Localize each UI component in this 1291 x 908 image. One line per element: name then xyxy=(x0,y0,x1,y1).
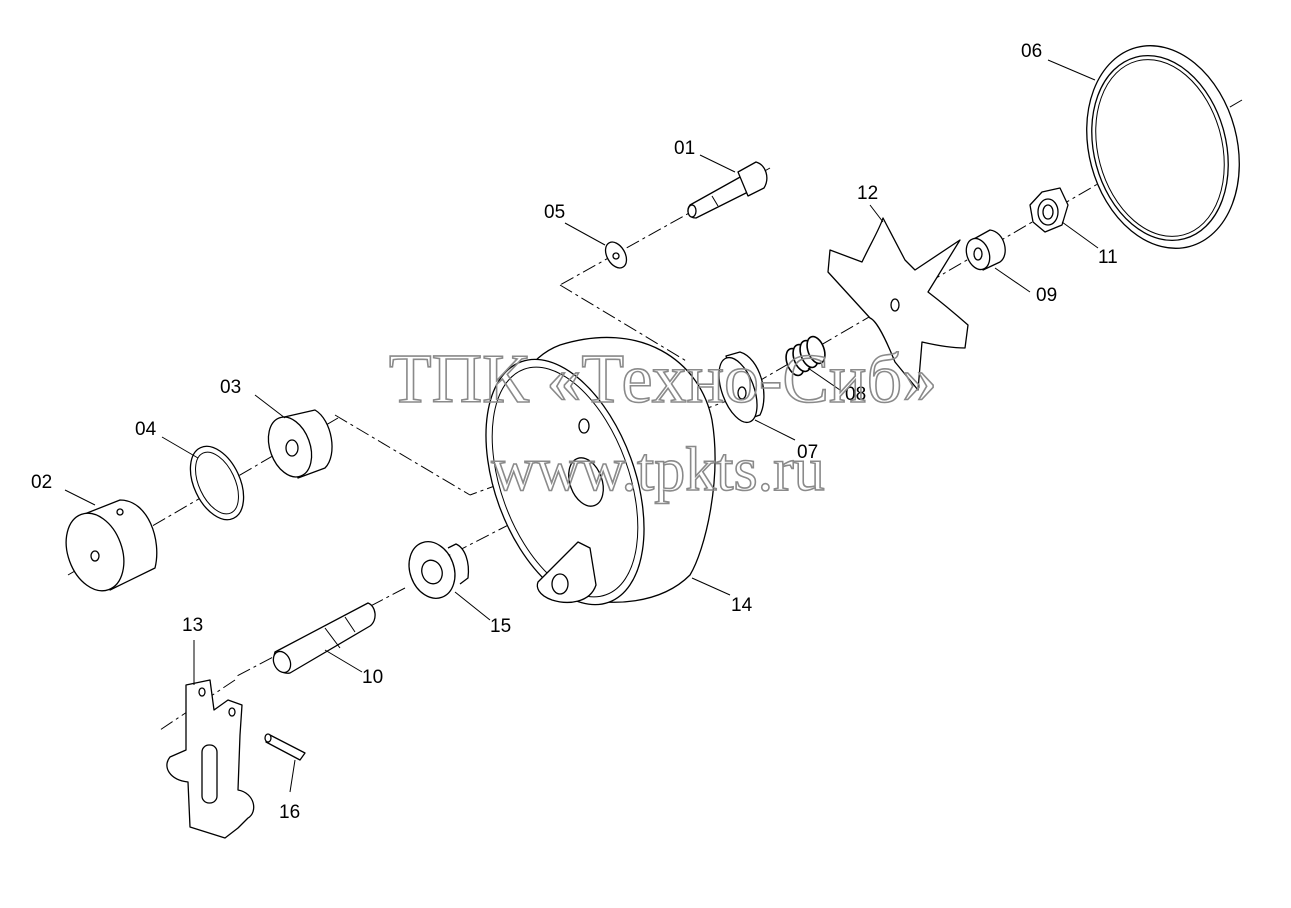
part-13-lever xyxy=(166,679,255,839)
part-03-sleeve xyxy=(267,409,333,479)
leader-lines xyxy=(64,59,1099,793)
callout-08: 08 xyxy=(845,384,866,405)
callout-14: 14 xyxy=(731,595,753,616)
callout-01: 01 xyxy=(674,138,695,159)
callout-11: 11 xyxy=(1098,247,1118,268)
callout-labels: 01 05 06 12 09 11 08 07 03 04 02 14 15 1… xyxy=(31,41,1118,823)
callout-15: 15 xyxy=(490,616,511,637)
callout-02: 02 xyxy=(31,472,52,493)
callout-10: 10 xyxy=(362,667,383,688)
part-07-washer xyxy=(718,351,765,424)
callout-04: 04 xyxy=(135,419,157,440)
part-12-star-plate xyxy=(827,217,969,391)
part-10-shaft xyxy=(272,602,376,674)
part-05-washer xyxy=(604,241,628,269)
callout-06: 06 xyxy=(1021,41,1042,62)
callout-07: 07 xyxy=(797,442,818,463)
watermark-company: ТПК «Техно-Сиб» xyxy=(389,341,937,418)
part-06-large-ring xyxy=(1086,45,1240,249)
part-14-drum-housing xyxy=(485,336,716,606)
callout-09: 09 xyxy=(1036,285,1057,306)
part-04-o-ring xyxy=(189,445,245,521)
part-09-nut xyxy=(965,229,1006,271)
part-02-cap xyxy=(65,499,158,592)
part-08-spring xyxy=(785,335,826,377)
part-11-hex-nut xyxy=(1029,187,1069,233)
callout-16: 16 xyxy=(279,802,300,823)
callout-12: 12 xyxy=(857,183,878,204)
callout-13: 13 xyxy=(182,615,203,636)
watermark: ТПК «Техно-Сиб» www.tpkts.ru xyxy=(388,340,938,505)
part-16-pin xyxy=(264,733,306,761)
callout-05: 05 xyxy=(544,202,565,223)
part-01-bolt xyxy=(687,161,768,219)
watermark-website: www.tpkts.ru xyxy=(491,436,825,504)
callout-03: 03 xyxy=(220,377,241,398)
part-15-bushing xyxy=(408,541,470,599)
